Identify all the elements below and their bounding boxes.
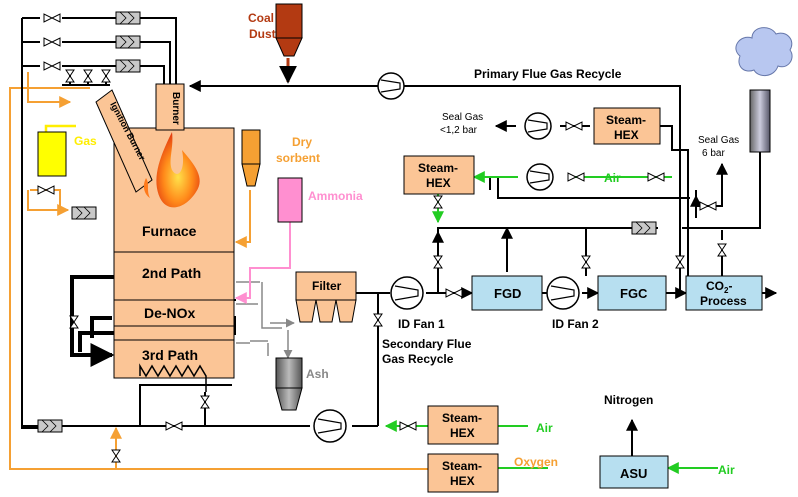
smoke-icon [735, 27, 793, 76]
ammonia-tank [277, 177, 303, 223]
valve-icons [37, 13, 727, 463]
nitrogen-label: Nitrogen [604, 393, 653, 407]
fan-secondary-icon [313, 409, 347, 443]
fan-air-icon [526, 163, 554, 191]
steam-hex-secondary [427, 405, 499, 445]
steam-hex-secondary-label: Steam- [442, 411, 482, 425]
steam-hex-seal-label-2: HEX [614, 128, 639, 142]
id-fan-1-label: ID Fan 1 [398, 317, 445, 331]
steam-hex-air-label: Steam- [418, 161, 458, 175]
asu-box [599, 455, 669, 489]
steam-hex-seal [593, 107, 661, 145]
steam-hex-oxygen [427, 453, 499, 493]
air-label-top: Air [604, 171, 621, 185]
third-path-label: 3rd Path [142, 347, 198, 363]
coal-dust-label: Coal [248, 11, 274, 25]
co2-process-label: CO2- [706, 279, 732, 295]
sorbent-silo [241, 129, 261, 165]
filter-label: Filter [312, 279, 342, 293]
heat-exchanger-coil [139, 363, 207, 392]
seal-gas-high-label: Seal Gas [698, 135, 739, 146]
co2-process-label-2: Process [700, 294, 747, 308]
asu-label: ASU [620, 466, 647, 481]
oxygen-label: Oxygen [514, 455, 558, 469]
fan-seal-icon [524, 112, 552, 140]
steam-hex-air-label-2: HEX [426, 176, 451, 190]
seal-gas-high-label-2: 6 bar [702, 148, 725, 159]
secondary-recycle-label: Secondary Flue [382, 337, 472, 351]
fan-primary-icon [377, 72, 405, 100]
seal-gas-low-label: Seal Gas [442, 112, 483, 123]
id-fan-2-icon [546, 276, 580, 310]
seal-gas-low-label-2: <1,2 bar [440, 125, 478, 136]
ash-label: Ash [306, 367, 329, 381]
steam-hex-air [403, 155, 475, 195]
id-fan-1-icon [390, 276, 424, 310]
stack [749, 89, 771, 153]
coal-dust-label-2: Dust [249, 27, 276, 41]
heat-exchanger-icons [37, 11, 657, 433]
ammonia-label: Ammonia [308, 189, 363, 203]
burner-box [155, 83, 185, 131]
furnace-label: Furnace [142, 223, 197, 239]
fgd-box [471, 275, 543, 311]
gas-label: Gas [74, 134, 97, 148]
coal-dust-bunker [275, 3, 303, 57]
steam-hex-seal-label: Steam- [606, 113, 646, 127]
second-path-label: 2nd Path [142, 265, 201, 281]
id-fan-2-label: ID Fan 2 [552, 317, 599, 331]
burner-label: Burner [170, 92, 181, 125]
ignition-burner-box [95, 89, 153, 193]
third-path-box [113, 339, 235, 379]
co2-process-box [685, 275, 763, 311]
steam-hex-oxygen-label: Steam- [442, 459, 482, 473]
dry-sorbent-label-2: sorbent [276, 151, 320, 165]
gray-lines [236, 281, 295, 359]
air-label-secondary: Air [536, 421, 553, 435]
steam-hex-secondary-label-2: HEX [450, 426, 475, 440]
fgd-label: FGD [494, 286, 521, 301]
dry-sorbent-label: Dry [292, 135, 312, 149]
ash-silo [275, 357, 303, 389]
steam-hex-oxygen-label-2: HEX [450, 474, 475, 488]
ammonia-line [234, 222, 291, 304]
secondary-recycle-label-2: Gas Recycle [382, 352, 454, 366]
denox-label: De-NOx [144, 305, 196, 321]
air-label-asu: Air [718, 463, 735, 477]
primary-recycle-label: Primary Flue Gas Recycle [474, 67, 622, 81]
fgc-box [597, 275, 667, 311]
fgc-label: FGC [620, 286, 648, 301]
denox-box [113, 299, 235, 327]
flame-icon [156, 132, 200, 208]
gas-tank [37, 131, 67, 177]
